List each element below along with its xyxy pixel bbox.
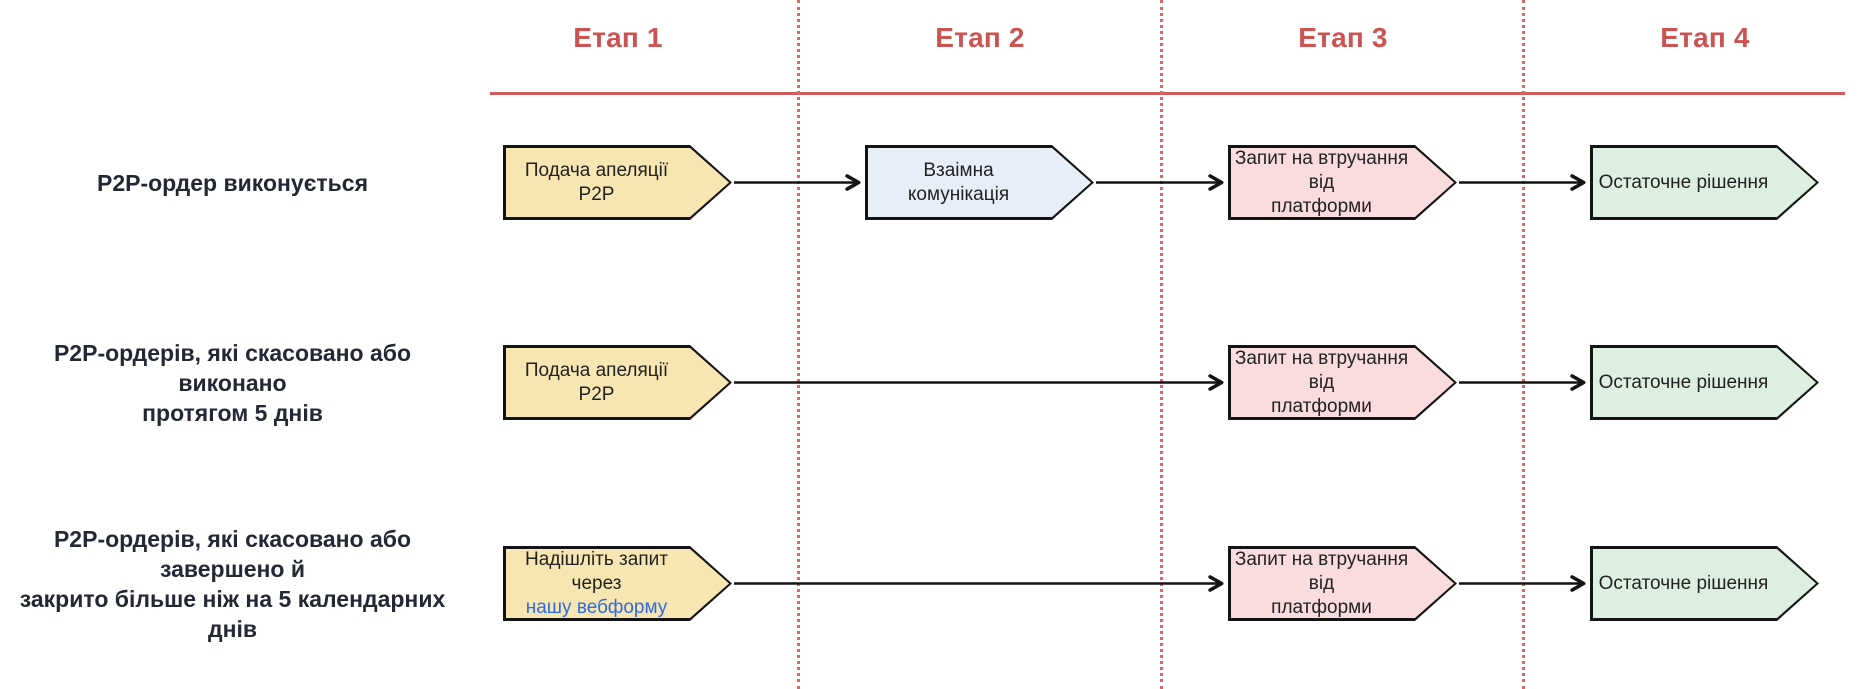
- stage-header-underline: [490, 92, 1845, 95]
- stage-header-2: Етап 2: [935, 22, 1025, 53]
- box-fill: [1593, 348, 1816, 417]
- box-label: Подача апеляції P2P: [524, 159, 669, 205]
- box-fill: [1231, 549, 1454, 618]
- box-platform-intervention-request: Запит на втручання від платформи: [1228, 145, 1457, 220]
- box-fill: [868, 148, 1091, 217]
- box-fill: [1593, 549, 1816, 618]
- box-fill: [1231, 348, 1454, 417]
- box-label: Надішліть запит через нашу вебформу: [525, 548, 668, 618]
- box-fill: [1231, 148, 1454, 217]
- stage-header-1: Етап 1: [573, 22, 663, 53]
- box-mutual-communication: Взаімна комунікація: [865, 145, 1094, 220]
- box-webform-request: Надішліть запит через нашу вебформу: [503, 546, 732, 621]
- box-final-decision: Остаточне рішення: [1590, 145, 1819, 220]
- box-submit-appeal: Подача апеляції P2P: [503, 345, 732, 420]
- box-submit-appeal: Подача апеляції P2P: [503, 145, 732, 220]
- row-label-cancelled-within-5-days: P2P-ордерів, які скасовано або виконано …: [53, 339, 412, 426]
- box-label: Подача апеляції P2P: [524, 359, 669, 405]
- box-label: Запит на втручання від платформи: [1234, 548, 1409, 618]
- box-label: Запит на втручання від платформи: [1234, 147, 1409, 217]
- box-final-decision: Остаточне рішення: [1590, 345, 1819, 420]
- stage-header-3: Етап 3: [1298, 22, 1388, 53]
- box-label: Запит на втручання від платформи: [1234, 347, 1409, 417]
- box-fill: [506, 348, 729, 417]
- box-fill: [1593, 148, 1816, 217]
- box-platform-intervention-request: Запит на втручання від платформи: [1228, 345, 1457, 420]
- stage-divider-3: [1522, 0, 1525, 689]
- box-final-decision: Остаточне рішення: [1590, 546, 1819, 621]
- box-label: Остаточне рішення: [1598, 171, 1769, 193]
- box-fill: [506, 549, 729, 618]
- stage-header-4: Етап 4: [1660, 22, 1750, 53]
- stage-divider-2: [1160, 0, 1163, 689]
- stage-divider-1: [797, 0, 800, 689]
- box-label: Остаточне рішення: [1598, 371, 1769, 393]
- box-platform-intervention-request: Запит на втручання від платформи: [1228, 546, 1457, 621]
- webform-link[interactable]: нашу вебформу: [525, 596, 668, 618]
- row-label-order-executing: P2P-ордер виконується: [96, 169, 369, 196]
- box-label: Остаточне рішення: [1598, 572, 1769, 594]
- box-label: Взаімна комунікація: [907, 159, 1010, 205]
- box-fill: [506, 148, 729, 217]
- row-label-closed-more-than-5-days: P2P-ордерів, які скасовано або завершено…: [19, 525, 446, 642]
